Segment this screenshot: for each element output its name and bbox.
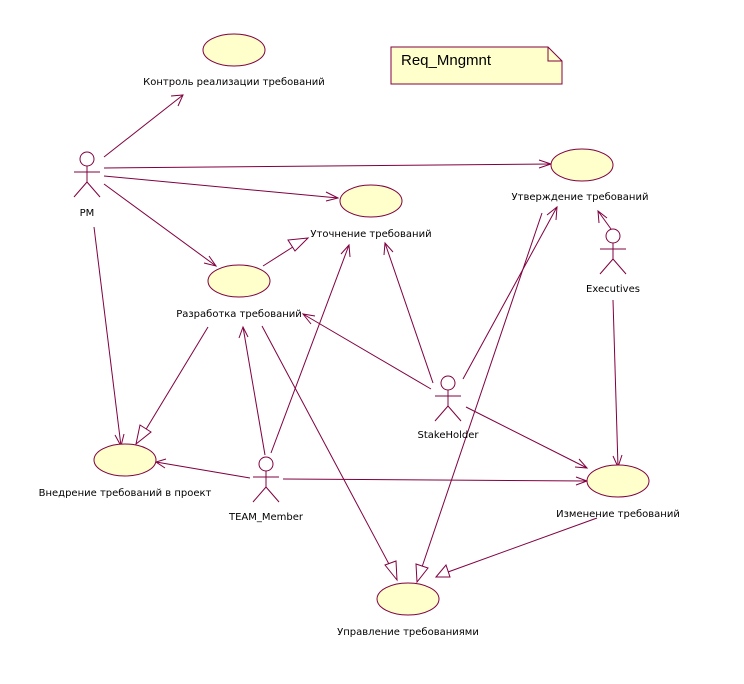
use-case-oval xyxy=(550,148,614,182)
use-case-utochnenie[interactable]: Уточнение требований xyxy=(310,184,432,240)
assoc-team-razrabotka xyxy=(242,326,266,456)
assoc-pm-utverzhdenie xyxy=(103,163,552,169)
use-case-oval xyxy=(207,264,271,298)
use-case-razrabotka[interactable]: Разработка требований xyxy=(176,264,302,320)
assoc-stakeholder-izmenenie xyxy=(465,406,588,469)
use-case-kontrol[interactable]: Контроль реализации требований xyxy=(143,33,325,88)
use-case-label: Уточнение требований xyxy=(310,229,431,240)
generalizations xyxy=(135,212,598,584)
actor-icon xyxy=(79,151,95,167)
actor-icon xyxy=(258,456,274,472)
assoc-team-vnedrenie xyxy=(155,461,251,479)
use-case-vnedrenie[interactable]: Внедрение требований в проект xyxy=(39,443,212,499)
actor-label: StakeHolder xyxy=(417,430,479,441)
assoc-stakeholder-utochnenie xyxy=(384,242,434,384)
actor-executives[interactable]: Executives xyxy=(586,228,640,295)
use-case-izmenenie[interactable]: Изменение требований xyxy=(556,464,680,520)
assoc-executives-izmenenie xyxy=(612,299,619,468)
use-case-oval xyxy=(376,582,440,616)
use-case-label: Управление требованиями xyxy=(337,627,479,638)
actor-icon xyxy=(605,228,621,244)
note-text: Req_Mngmnt xyxy=(401,52,492,69)
assoc-stakeholder-utverzhdenie xyxy=(462,206,558,380)
use-case-oval xyxy=(339,184,403,218)
use-case-label: Внедрение требований в проект xyxy=(39,488,212,499)
assoc-stakeholder-razrabotka xyxy=(302,313,432,390)
use-case-oval xyxy=(93,443,157,477)
actor-stakeholder[interactable]: StakeHolder xyxy=(417,375,479,441)
actor-label: Executives xyxy=(586,284,640,295)
associations xyxy=(93,94,619,482)
use-case-upravlenie[interactable]: Управление требованиями xyxy=(337,582,479,638)
use-case-oval xyxy=(202,33,266,67)
actor-label: TEAM_Member xyxy=(228,512,304,523)
use-case-oval xyxy=(586,464,650,498)
actor-icon xyxy=(440,375,456,391)
assoc-team-utochnenie xyxy=(270,244,350,454)
assoc-pm-kontrol xyxy=(103,94,184,158)
association-arrowheads xyxy=(114,94,623,486)
use-case-label: Изменение требований xyxy=(556,509,680,520)
gen-razrabotka-upravlenie xyxy=(261,325,391,567)
actor-team-member[interactable]: TEAM_Member xyxy=(228,456,304,523)
gen-izmenenie-upravlenie xyxy=(447,517,598,573)
actor-label: PM xyxy=(80,208,95,219)
use-case-utverzhdenie[interactable]: Утверждение требований xyxy=(512,148,649,203)
gen-utverzhdenie-upravlenie xyxy=(421,212,543,568)
assoc-pm-razrabotka xyxy=(103,183,217,267)
assoc-executives-utverzhdenie xyxy=(597,210,612,230)
gen-razrabotka-utochnenie xyxy=(262,244,297,267)
assoc-team-izmenenie xyxy=(282,478,588,482)
use-case-label: Контроль реализации требований xyxy=(143,77,325,88)
assoc-pm-vnedrenie xyxy=(93,226,122,447)
actor-pm[interactable]: PM xyxy=(73,151,101,219)
assoc-pm-utochnenie xyxy=(103,175,339,199)
use-case-label: Утверждение требований xyxy=(512,192,649,203)
gen-razrabotka-vnedrenie xyxy=(144,326,209,432)
note-req-mngmnt[interactable]: Req_Mngmnt xyxy=(390,46,563,85)
use-case-label: Разработка требований xyxy=(176,309,302,320)
